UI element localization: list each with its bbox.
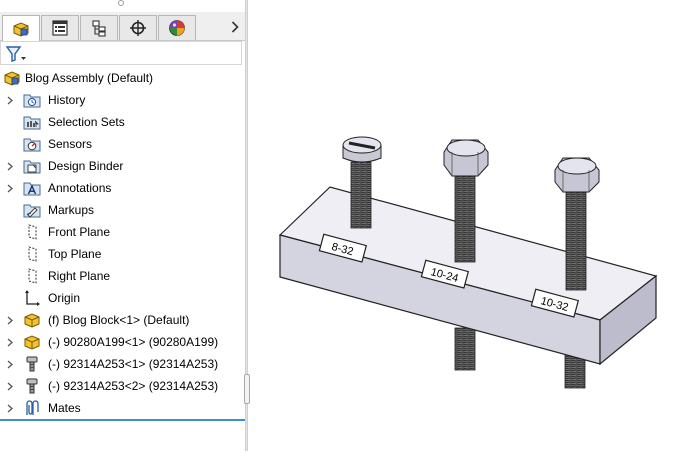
crosshair-icon — [130, 20, 146, 36]
dimxpertmanager-tab[interactable] — [119, 15, 157, 40]
engraving-plate-left: 8-32 — [318, 233, 368, 263]
assembly-tree-icon — [13, 21, 29, 37]
expand-arrow-icon[interactable] — [5, 336, 15, 348]
tree-item-label: Front Plane — [48, 225, 111, 239]
selection-sets-icon — [23, 113, 41, 131]
tree-item-design-binder[interactable]: Design Binder — [0, 155, 245, 177]
graphics-area[interactable]: 8-32 10-24 10-32 — [250, 0, 700, 451]
tree-item-markups[interactable]: Markups — [0, 199, 245, 221]
tree-item-annotations[interactable]: Annotations — [0, 177, 245, 199]
chevron-right-icon — [231, 21, 239, 33]
markups-icon — [23, 201, 41, 219]
displaymanager-tab[interactable] — [158, 15, 196, 40]
bolt-thread-right — [565, 185, 587, 291]
screw-part-icon — [23, 355, 41, 373]
tree-rollback-bar[interactable] — [0, 419, 245, 421]
plane-icon — [23, 223, 41, 241]
expand-arrow-icon[interactable] — [5, 380, 15, 392]
expand-arrow-icon[interactable] — [5, 358, 15, 370]
tree-item-label: (-) 90280A199<1> (90280A199) — [48, 335, 219, 349]
engraving-plate-right: 10-32 — [530, 288, 580, 318]
tree-item-label: Selection Sets — [48, 115, 125, 129]
tree-item-selection-sets[interactable]: Selection Sets — [0, 111, 245, 133]
bolt-thread-middle — [454, 169, 476, 263]
tree-item-origin[interactable]: Origin — [0, 287, 245, 309]
expand-arrow-icon[interactable] — [5, 314, 15, 326]
mates-icon — [23, 399, 41, 417]
tree-item-label: Origin — [48, 291, 81, 305]
feature-manager-panel: Blog Assembly (Default) History Selectio… — [0, 0, 245, 451]
expand-arrow-icon[interactable] — [5, 160, 15, 172]
panel-grip-handle[interactable] — [118, 0, 124, 6]
tree-item-label: Right Plane — [48, 269, 111, 283]
assembly-model-view[interactable]: 8-32 10-24 10-32 — [250, 0, 700, 451]
appearance-sphere-icon — [169, 20, 185, 36]
tree-item-label: (-) 92314A253<2> (92314A253) — [48, 379, 219, 393]
bolt-thread-bottom-middle — [454, 327, 476, 371]
tree-item-top-plane[interactable]: Top Plane — [0, 243, 245, 265]
engraving-plate-middle: 10-24 — [420, 259, 470, 289]
configuration-icon — [92, 20, 106, 37]
configurationmanager-tab[interactable] — [80, 15, 118, 40]
tree-item-90280a199[interactable]: (-) 90280A199<1> (90280A199) — [0, 331, 245, 353]
filter-button[interactable] — [5, 44, 27, 64]
assembly-icon — [3, 69, 21, 87]
plane-icon — [23, 267, 41, 285]
bolt-head-10-32[interactable] — [554, 157, 600, 193]
manager-tab-bar — [0, 12, 245, 41]
property-list-icon — [52, 20, 68, 36]
tree-filter-bar — [0, 41, 242, 65]
tree-item-label: Top Plane — [48, 247, 102, 261]
tabs-expand-button[interactable] — [226, 16, 244, 38]
tree-item-right-plane[interactable]: Right Plane — [0, 265, 245, 287]
bolt-thread-left — [350, 161, 372, 229]
sensors-icon — [23, 135, 41, 153]
tree-item-blog-block[interactable]: (f) Blog Block<1> (Default) — [0, 309, 245, 331]
tree-item-label: History — [48, 93, 86, 107]
tree-item-92314a253-1[interactable]: (-) 92314A253<1> (92314A253) — [0, 353, 245, 375]
expand-arrow-icon[interactable] — [5, 182, 15, 194]
filter-funnel-icon — [5, 46, 26, 62]
history-folder-icon — [23, 91, 41, 109]
tree-root-item[interactable]: Blog Assembly (Default) — [0, 67, 245, 89]
tree-item-label: (f) Blog Block<1> (Default) — [48, 313, 190, 327]
design-binder-icon — [23, 157, 41, 175]
part-icon — [23, 333, 41, 351]
screw-part-icon — [23, 377, 41, 395]
tree-item-sensors[interactable]: Sensors — [0, 133, 245, 155]
tree-item-92314a253-2[interactable]: (-) 92314A253<2> (92314A253) — [0, 375, 245, 397]
featuremanager-tab[interactable] — [2, 15, 40, 41]
tree-item-label: Annotations — [48, 181, 112, 195]
tree-item-mates[interactable]: Mates — [0, 397, 245, 419]
tree-root-label: Blog Assembly (Default) — [25, 71, 154, 85]
screw-head-8-32[interactable] — [342, 136, 382, 163]
tree-item-label: Sensors — [48, 137, 93, 151]
tree-item-label: (-) 92314A253<1> (92314A253) — [48, 357, 219, 371]
tree-item-label: Mates — [48, 401, 81, 415]
tree-item-label: Markups — [48, 203, 95, 217]
expand-arrow-icon[interactable] — [5, 402, 15, 414]
panel-splitter[interactable] — [245, 0, 248, 451]
propertymanager-tab[interactable] — [41, 15, 79, 40]
expand-arrow-icon[interactable] — [5, 94, 15, 106]
splitter-handle[interactable] — [244, 374, 250, 404]
part-icon — [23, 311, 41, 329]
annotations-icon — [23, 179, 41, 197]
tree-item-label: Design Binder — [48, 159, 124, 173]
origin-icon — [23, 289, 41, 307]
tree-item-front-plane[interactable]: Front Plane — [0, 221, 245, 243]
plane-icon — [23, 245, 41, 263]
engraving-label-left: 8-32 — [330, 241, 354, 258]
tree-item-history[interactable]: History — [0, 89, 245, 111]
bolt-head-10-24[interactable] — [443, 139, 489, 177]
